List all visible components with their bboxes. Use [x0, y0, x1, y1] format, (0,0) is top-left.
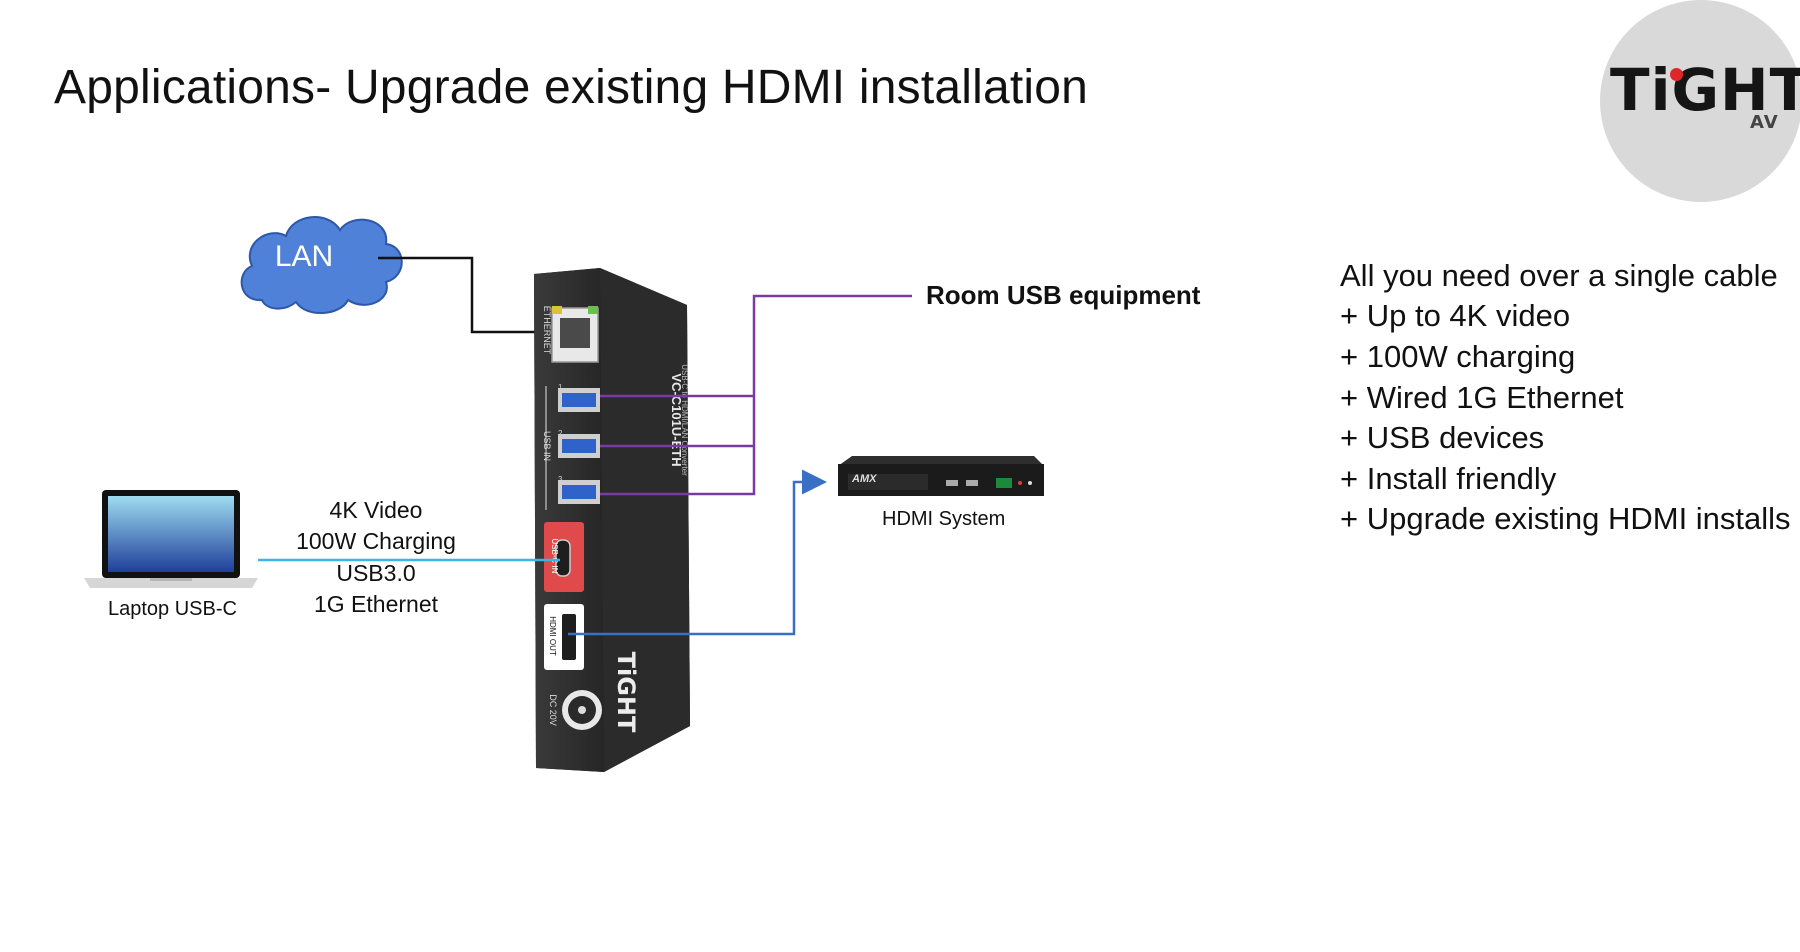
usb-port-1-number: 1: [558, 383, 563, 392]
usb-port-2-icon: [558, 434, 600, 458]
dc-power-port-icon: [562, 690, 602, 730]
usb-port-2-number: 2: [558, 429, 563, 438]
ethernet-port-icon: [551, 306, 599, 363]
lan-cable-line: [378, 256, 574, 334]
device-brand-label: TiGHT: [612, 652, 640, 733]
usb-port-1-icon: [558, 388, 600, 412]
feature-item: + 100W charging: [1340, 339, 1576, 374]
slide-title: Applications- Upgrade existing HDMI inst…: [54, 61, 1089, 114]
hdmi-out-port-icon: [544, 604, 584, 670]
ethernet-port-label: ETHERNET: [542, 306, 552, 355]
cable-feature-1g-ethernet: 1G Ethernet: [313, 591, 439, 617]
logo-subtext: AV: [1750, 112, 1779, 133]
lan-cloud-icon: LAN: [240, 216, 403, 315]
usb-c-port-icon: [544, 522, 584, 592]
logo-text: TiGHT: [1610, 56, 1800, 124]
lan-label: LAN: [275, 240, 333, 273]
laptop-icon: [84, 490, 258, 588]
hdmi-system-device-icon: AMX: [838, 456, 1044, 496]
usb-port-3-number: 3: [558, 475, 563, 484]
dc-label: DC 20V: [548, 694, 558, 726]
feature-item: + Upgrade existing HDMI installs: [1340, 501, 1791, 536]
features-heading: All you need over a single cable: [1340, 258, 1778, 293]
feature-item: + USB devices: [1340, 420, 1545, 455]
room-usb-equipment-label: Room USB equipment: [926, 280, 1201, 310]
feature-item: + Install friendly: [1340, 461, 1557, 496]
cable-feature-usb3: USB3.0: [336, 560, 416, 586]
usb-in-label: USB IN: [542, 431, 552, 461]
cable-feature-100w-charging: 100W Charging: [296, 528, 456, 554]
logo-red-dot: [1670, 68, 1683, 81]
tight-av-logo: TiGHT AV: [1600, 0, 1800, 202]
hdmi-out-label: HDMI OUT: [548, 616, 557, 656]
usb-c-in-label: USB-C IN: [550, 538, 559, 573]
usb-equipment-lines: [600, 294, 912, 496]
hdmi-cable-line: [568, 469, 827, 636]
device-subtitle-label: USB-C to HDMI/LAN Converter: [680, 364, 689, 476]
usb-port-3-icon: [558, 480, 600, 504]
feature-item: + Up to 4K video: [1340, 298, 1571, 333]
hdmi-system-label: HDMI System: [882, 508, 1006, 530]
hdmi-device-brand: AMX: [851, 473, 877, 485]
converter-device: ETHERNET 1 2 3 USB IN USB-C IN HDMI OUT …: [534, 268, 690, 772]
cable-feature-4k-video: 4K Video: [329, 497, 423, 523]
feature-item: + Wired 1G Ethernet: [1340, 380, 1624, 415]
laptop-usb-c-label: Laptop USB-C: [108, 598, 237, 620]
